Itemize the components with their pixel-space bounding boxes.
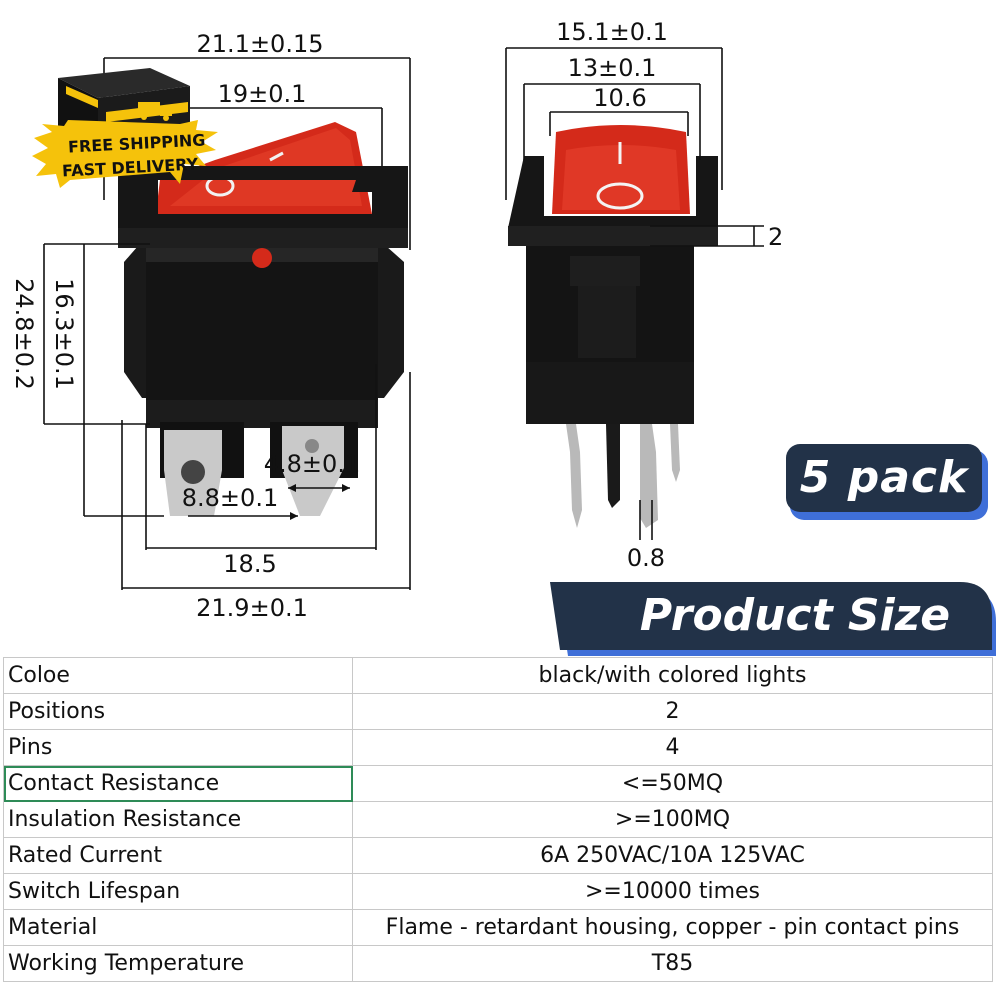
spec-label-cell[interactable]: Coloe: [3, 657, 353, 694]
dim-side-rocker-width: 10.6: [593, 84, 646, 112]
pack-badge: 5 pack: [786, 444, 988, 520]
dim-pin-width: 4.8±0.1: [264, 450, 360, 478]
spec-value-cell[interactable]: >=100MQ: [352, 801, 993, 838]
spec-value-cell[interactable]: >=10000 times: [352, 873, 993, 910]
dim-total-height: 24.8±0.2: [10, 278, 38, 390]
switch-dimension-diagram: 21.1±0.15 19±0.1 24.8±0.2 16.3±0.1 4.8±0…: [10, 18, 783, 622]
side-pin-4: [670, 424, 680, 482]
side-pin-1: [566, 424, 582, 528]
truck-icon: [138, 102, 172, 121]
shipping-box-icon: [32, 68, 218, 188]
dim-side-outer-width: 15.1±0.1: [556, 18, 668, 46]
pack-label: 5 pack: [786, 444, 982, 512]
front-pin-right: [282, 426, 344, 516]
dim-body-width: 18.5: [223, 550, 276, 578]
off-mark: [596, 182, 644, 210]
dim-body-height: 16.3±0.1: [50, 278, 78, 390]
spec-value-cell[interactable]: T85: [352, 945, 993, 982]
table-row: Insulation Resistance>=100MQ: [3, 801, 993, 838]
free-shipping-badge: FREE SHIPPING FAST DELIVERY: [30, 62, 220, 202]
spec-label-cell[interactable]: Contact Resistance: [3, 765, 353, 802]
spec-label-cell[interactable]: Switch Lifespan: [3, 873, 353, 910]
spec-label-cell[interactable]: Insulation Resistance: [3, 801, 353, 838]
product-size-title: Product Size: [639, 590, 951, 641]
dim-side-frame-height: 2: [768, 223, 783, 251]
starburst-ribbon: [32, 120, 218, 188]
right-clip: [376, 246, 404, 398]
dim-clip-width: 21.9±0.1: [196, 594, 308, 622]
spec-value-cell[interactable]: 6A 250VAC/10A 125VAC: [352, 837, 993, 874]
dim-pin-thickness: 0.8: [627, 544, 665, 572]
dim-outer-width: 21.1±0.15: [197, 30, 324, 58]
indicator-lamp: [252, 248, 272, 268]
spec-value-cell[interactable]: Flame - retardant housing, copper - pin …: [352, 909, 993, 946]
side-dimension-lines: [505, 47, 764, 540]
spec-label-cell[interactable]: Working Temperature: [3, 945, 353, 982]
spec-value-cell[interactable]: 4: [352, 729, 993, 766]
spec-label-cell[interactable]: Material: [3, 909, 353, 946]
dim-rocker-width: 19±0.1: [218, 80, 307, 108]
spec-value-cell[interactable]: black/with colored lights: [352, 657, 993, 694]
table-row: Contact Resistance<=50MQ: [3, 765, 993, 802]
side-pin-2: [606, 424, 620, 508]
side-frame: [508, 156, 718, 246]
side-pin-3: [640, 424, 658, 528]
spec-value-cell[interactable]: 2: [352, 693, 993, 730]
front-view-switch: [118, 122, 408, 516]
spec-label-cell[interactable]: Positions: [3, 693, 353, 730]
dim-side-frame-width: 13±0.1: [568, 54, 657, 82]
side-view-switch: [508, 125, 718, 528]
dim-pin-spacing: 8.8±0.1: [182, 484, 278, 512]
spec-label-cell[interactable]: Rated Current: [3, 837, 353, 874]
front-dimension-lines: [43, 57, 411, 590]
left-clip: [124, 246, 150, 398]
spec-value-cell[interactable]: <=50MQ: [352, 765, 993, 802]
spec-label-cell[interactable]: Pins: [3, 729, 353, 766]
front-frame: [118, 166, 408, 248]
table-row: Switch Lifespan>=10000 times: [3, 873, 993, 910]
product-size-banner: Product Size: [550, 582, 1000, 656]
front-body: [146, 248, 378, 420]
